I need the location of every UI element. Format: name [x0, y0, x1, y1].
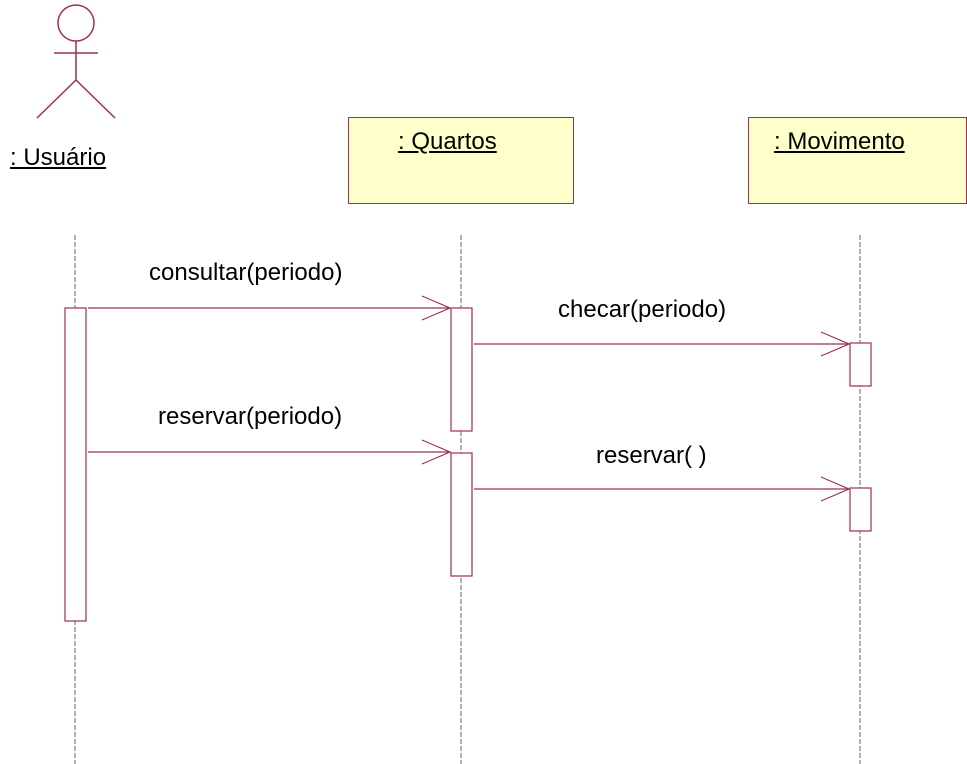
message-label-checar: checar(periodo) [558, 296, 727, 323]
activation-quartos-2 [450, 452, 473, 577]
message-arrow-checar [474, 331, 851, 357]
object-box-quartos [348, 117, 574, 204]
activation-movimento-1 [849, 342, 872, 387]
object-box-movimento [748, 117, 967, 204]
object-label-movimento: : Movimento [774, 128, 905, 155]
object-label-quartos: : Quartos [398, 128, 497, 155]
message-arrow-reservar [474, 476, 851, 502]
activation-usuario [64, 307, 87, 622]
message-label-reservar: reservar( ) [596, 442, 707, 469]
activation-movimento-2 [849, 487, 872, 532]
activation-quartos-1 [450, 307, 473, 432]
message-label-reservar-periodo: reservar(periodo) [158, 403, 343, 430]
actor-label: : Usuário [10, 144, 107, 171]
message-arrow-reservar-periodo [88, 439, 452, 465]
message-label-consultar: consultar(periodo) [149, 259, 343, 286]
actor-icon [36, 4, 116, 119]
message-arrow-consultar [88, 295, 452, 321]
